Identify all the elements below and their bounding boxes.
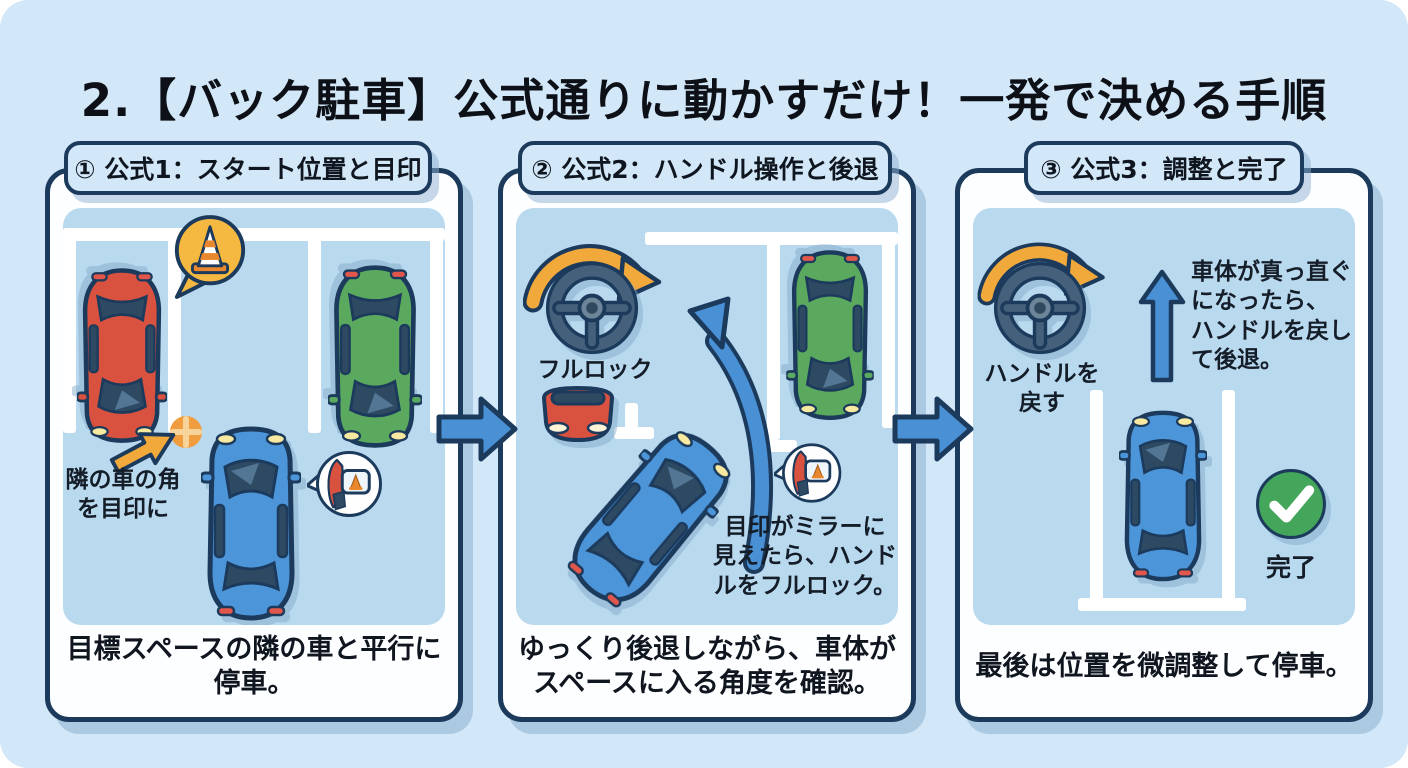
panel-step3: ハンドルを 戻す 車体が真っ直ぐ になったら、 ハンドルを戻し て後退。 完了 <box>955 168 1373 722</box>
parking-line <box>430 228 443 433</box>
parking-line <box>1222 390 1235 602</box>
parking-line <box>308 228 321 433</box>
mirror-icon <box>774 438 844 508</box>
step3-wheel-label: ハンドルを 戻す <box>984 361 1100 417</box>
step3-illustration: ハンドルを 戻す 車体が真っ直ぐ になったら、 ハンドルを戻し て後退。 完了 <box>973 208 1355 625</box>
step2-header: ② 公式2：ハンドル操作と後退 <box>518 141 892 195</box>
steering-wheel-icon <box>544 260 640 356</box>
step2-note: 目印がミラーに 見えたら、ハンド ルをフルロック。 <box>713 514 897 599</box>
step1-note: 隣の車の角 を目印に <box>65 467 181 523</box>
parking-line <box>767 232 780 440</box>
traffic-cone-icon <box>171 213 249 301</box>
parking-line <box>614 427 654 439</box>
mirror-icon <box>307 446 385 522</box>
neighbor-car-red <box>77 260 167 452</box>
step3-caption: 最後は位置を微調整して停車。 <box>975 651 1353 683</box>
step1-header-label: ① 公式1：スタート位置と目印 <box>74 155 422 184</box>
parking-line <box>168 228 181 433</box>
marker-arrow-icon <box>109 432 176 474</box>
panel-step1: 隣の車の角 を目印に 目標スペースの隣の車と平行に 停車。 <box>45 168 463 722</box>
step2-caption: ゆっくり後退しながら、車体が スペースに入る角度を確認。 <box>518 634 896 699</box>
panel-step2: フルロック 目印がミラーに 見えたら、ハンド ルをフルロック。 ゆっくり後退しな… <box>498 168 916 722</box>
steering-wheel-icon <box>992 260 1088 356</box>
page-title: 2.【バック駐車】公式通りに動かすだけ！一発で決める手順 <box>80 74 1328 128</box>
step2-illustration: フルロック 目印がミラーに 見えたら、ハンド ルをフルロック。 <box>516 208 898 625</box>
neighbor-car-green <box>328 258 422 456</box>
right-arrow-icon <box>892 396 974 462</box>
check-icon <box>1253 466 1329 542</box>
parking-line <box>1078 598 1246 611</box>
driver-car-blue-parked <box>1119 393 1207 598</box>
neighbor-car-green <box>781 248 879 423</box>
right-arrow-icon <box>436 396 518 462</box>
step1-header: ① 公式1：スタート位置と目印 <box>64 141 432 195</box>
curved-arrow-icon <box>687 296 774 574</box>
parking-line <box>63 228 76 433</box>
step3-header: ③ 公式3：調整と完了 <box>1024 141 1304 195</box>
parking-line <box>63 228 445 241</box>
step2-wheel-label: フルロック <box>537 357 653 383</box>
step1-illustration: 隣の車の角 を目印に <box>63 208 445 625</box>
up-arrow-icon <box>1138 269 1186 383</box>
parking-line <box>625 403 638 429</box>
driver-car-blue <box>193 423 309 623</box>
step1-caption: 目標スペースの隣の車と平行に 停車。 <box>66 634 442 699</box>
step3-header-label: ③ 公式3：調整と完了 <box>1040 155 1288 184</box>
parking-line <box>1090 390 1103 602</box>
marker-dot-icon <box>170 416 202 448</box>
step3-note: 車体が真っ直ぐ になったら、 ハンドルを戻し て後退。 <box>1191 259 1352 374</box>
step3-done-label: 完了 <box>1265 553 1316 582</box>
neighbor-car-red-front <box>536 386 620 442</box>
parking-line <box>882 232 895 428</box>
step2-header-label: ② 公式2：ハンドル操作と後退 <box>531 155 879 184</box>
